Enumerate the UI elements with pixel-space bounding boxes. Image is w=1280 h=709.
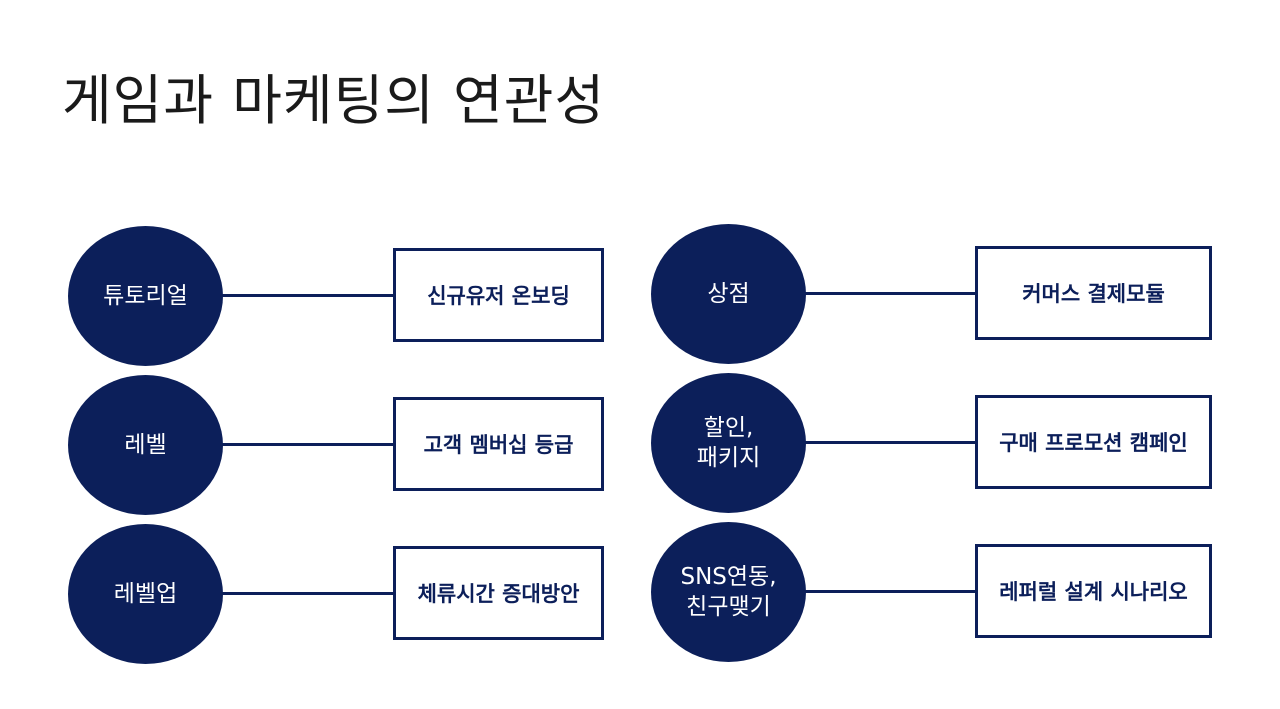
circle-label: 레벨업	[113, 581, 178, 607]
circle-discount-package: 할인, 패키지	[651, 373, 806, 513]
circle-tutorial: 튜토리얼	[68, 226, 223, 366]
box-commerce-payment-module: 커머스 결제모듈	[975, 246, 1212, 340]
connector-line	[222, 443, 395, 446]
circle-level: 레벨	[68, 375, 223, 515]
box-purchase-promotion: 구매 프로모션 캠페인	[975, 395, 1212, 489]
connector-line	[805, 441, 977, 444]
circle-label: 튜토리얼	[103, 283, 188, 309]
circle-label: 상점	[707, 281, 750, 307]
connector-line	[222, 294, 395, 297]
circle-label-line-2: 패키지	[696, 445, 761, 471]
connector-line	[805, 292, 977, 295]
circle-sns-friends: SNS연동, 친구맺기	[651, 522, 806, 662]
page-title: 게임과 마케팅의 연관성	[62, 69, 606, 132]
box-referral-scenario: 레퍼럴 설계 시나리오	[975, 544, 1212, 638]
circle-level-up: 레벨업	[68, 524, 223, 664]
circle-label-line-2: 친구맺기	[686, 594, 771, 620]
box-membership-tier: 고객 멤버십 등급	[393, 397, 604, 491]
connector-line	[222, 592, 395, 595]
circle-shop: 상점	[651, 224, 806, 364]
box-new-user-onboarding: 신규유저 온보딩	[393, 248, 604, 342]
circle-label: 레벨	[124, 432, 167, 458]
circle-label-line-1: 할인,	[703, 415, 754, 441]
box-session-time: 체류시간 증대방안	[393, 546, 604, 640]
circle-label-line-1: SNS연동,	[680, 564, 777, 590]
connector-line	[805, 590, 977, 593]
